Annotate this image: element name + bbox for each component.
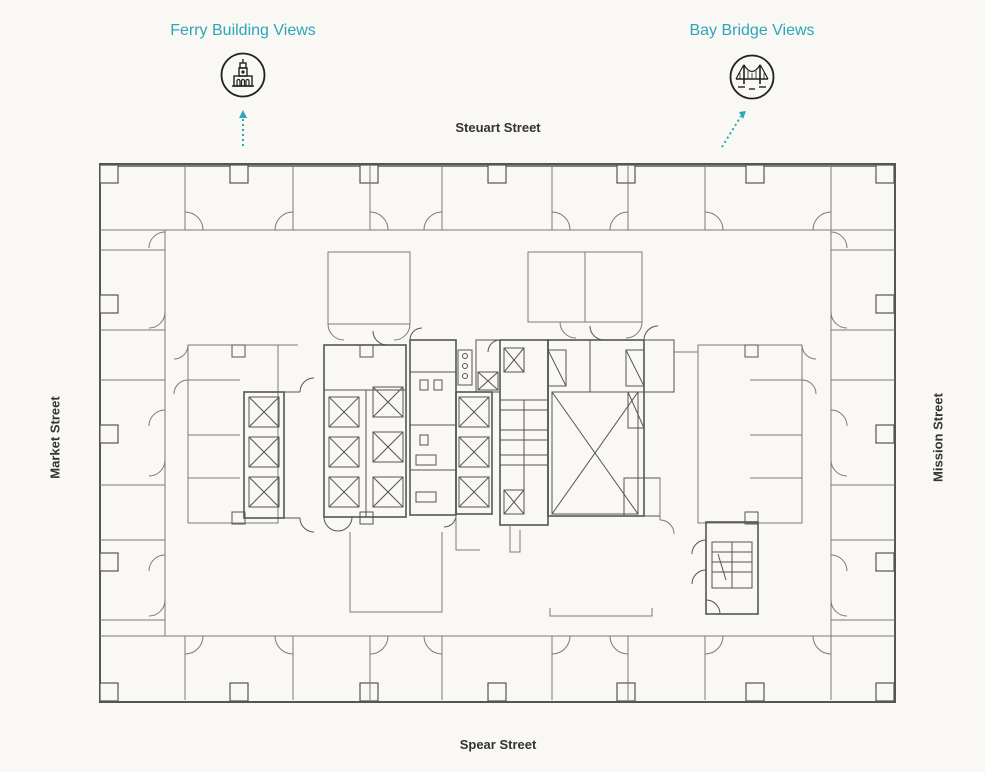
east-core-offices (674, 344, 817, 525)
elevator-bank-west (243, 377, 315, 533)
bay-view-arrow (721, 115, 742, 148)
mechanical-shaft (547, 325, 675, 517)
street-label-north: Steuart Street (455, 120, 541, 135)
south-offices (100, 635, 895, 700)
bay-bridge-views-label: Bay Bridge Views (689, 22, 815, 39)
stairwell-east (691, 521, 759, 615)
outer-wall (99, 163, 896, 703)
west-offices (100, 230, 166, 636)
street-label-south: Spear Street (459, 737, 537, 752)
bay-view-arrowhead (739, 111, 746, 119)
columns (99, 164, 895, 702)
ferry-building-views-label: Ferry Building Views (170, 22, 316, 39)
conference-room-north-west (327, 251, 411, 325)
bridge-icon (729, 54, 775, 100)
east-offices (830, 230, 895, 636)
central-core (323, 330, 407, 532)
north-offices (100, 166, 895, 231)
clock-tower-icon (220, 52, 266, 98)
south-interior (349, 478, 675, 617)
ferry-view-arrowhead (239, 110, 247, 118)
stair-core (475, 339, 549, 526)
elevator-bank-center (455, 391, 493, 515)
